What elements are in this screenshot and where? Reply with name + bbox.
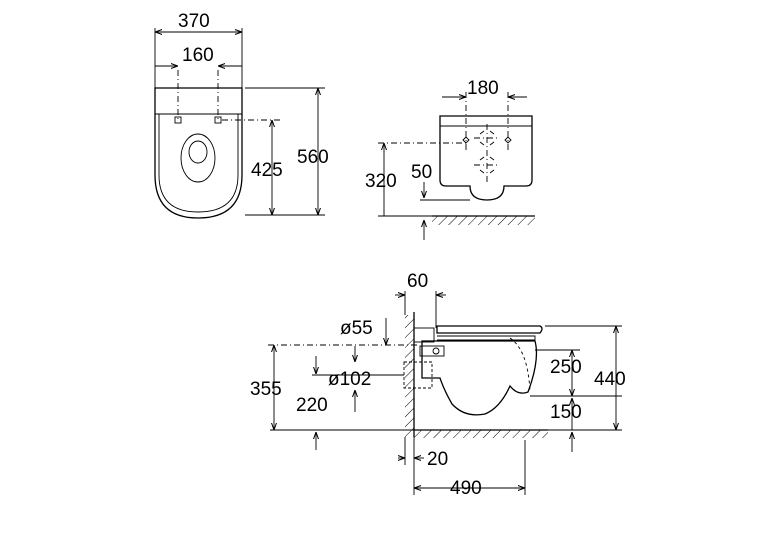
dim-50: 50 [411,162,432,183]
side-view-seat [436,325,543,334]
dim-320: 320 [365,171,397,192]
dim-250: 250 [550,357,582,378]
rear-view: 180 320 50 [365,78,535,240]
dim-490: 490 [450,478,482,499]
top-view-bowl-outline [154,87,243,219]
dim-180: 180 [467,78,499,99]
dim-370: 370 [178,11,210,32]
dim-440: 440 [594,369,626,390]
dim-60: 60 [407,271,428,292]
dim-160: 160 [182,45,214,66]
side-view-bowl [421,340,538,416]
rear-view-outline [439,115,533,201]
dim-diameter-102: ø102 [328,369,371,390]
dim-220: 220 [296,395,328,416]
dim-diameter-55: ø55 [340,318,373,339]
top-view-rim [158,113,239,213]
dim-150: 150 [550,402,582,423]
top-view: 370 160 560 425 [154,11,329,219]
dim-425: 425 [251,160,283,181]
dim-355: 355 [250,379,282,400]
side-view: 60 ø55 ø102 355 220 250 440 150 20 490 [250,271,626,499]
dim-20: 20 [427,449,448,470]
top-view-bowl-opening [180,133,216,183]
dim-560: 560 [297,147,329,168]
